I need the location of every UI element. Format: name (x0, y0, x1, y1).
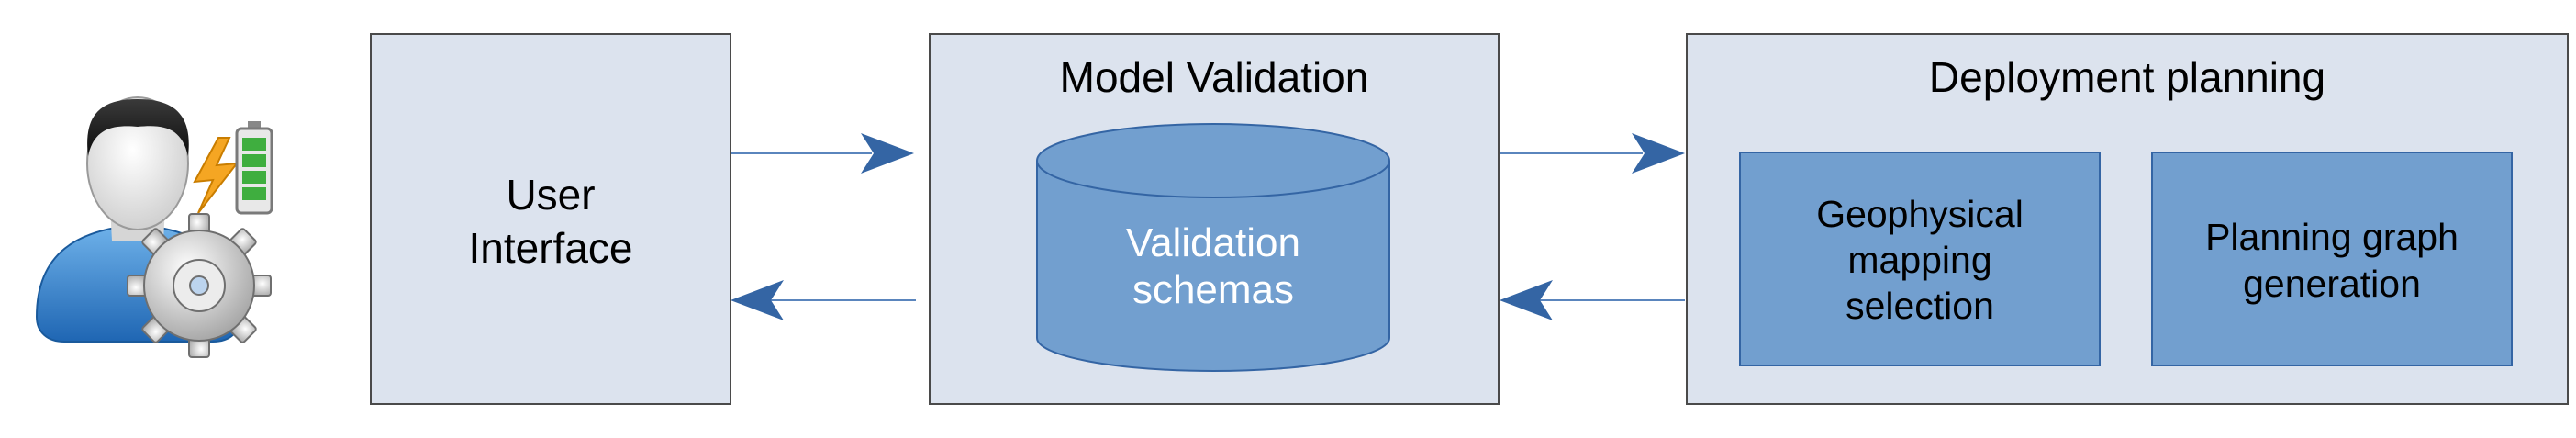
planning-graph-label-line2: generation (2243, 263, 2421, 305)
geophysical-label-line2: mapping (1847, 239, 1991, 281)
arrowhead-ui-to-validation (861, 133, 914, 174)
user-settings-battery-icon (35, 96, 273, 358)
deployment-planning-box: Deployment planning Geophysical mapping … (1686, 33, 2569, 405)
gear-icon (127, 213, 272, 358)
user-interface-label-line1: User (506, 171, 595, 219)
planning-graph-generation-box: Planning graph generation (2151, 152, 2513, 366)
model-validation-box: Model Validation Validation schemas (929, 33, 1500, 405)
geophysical-label-line3: selection (1846, 285, 1994, 327)
battery-icon (235, 121, 273, 215)
validation-schemas-label-line1: Validation (1126, 220, 1300, 265)
user-head-shape (86, 96, 189, 230)
arrowhead-deployment-to-validation (1500, 280, 1553, 320)
arrowhead-validation-to-deployment (1632, 133, 1685, 174)
validation-schemas-cylinder: Validation schemas (1036, 123, 1390, 372)
model-validation-title: Model Validation (1060, 53, 1369, 101)
arrowhead-validation-to-ui (730, 280, 784, 320)
lightning-bolt-shape (193, 137, 240, 214)
geophysical-label-line1: Geophysical (1816, 193, 2024, 235)
planning-graph-label-line1: Planning graph (2205, 216, 2459, 258)
connectors (730, 133, 1685, 320)
user-interface-label-line2: Interface (469, 224, 633, 272)
validation-schemas-label-line2: schemas (1132, 267, 1294, 312)
geophysical-mapping-selection-box: Geophysical mapping selection (1739, 152, 2101, 366)
deployment-planning-title: Deployment planning (1929, 53, 2325, 101)
user-interface-box: User Interface (370, 33, 731, 405)
user-hair-shape (87, 99, 189, 156)
